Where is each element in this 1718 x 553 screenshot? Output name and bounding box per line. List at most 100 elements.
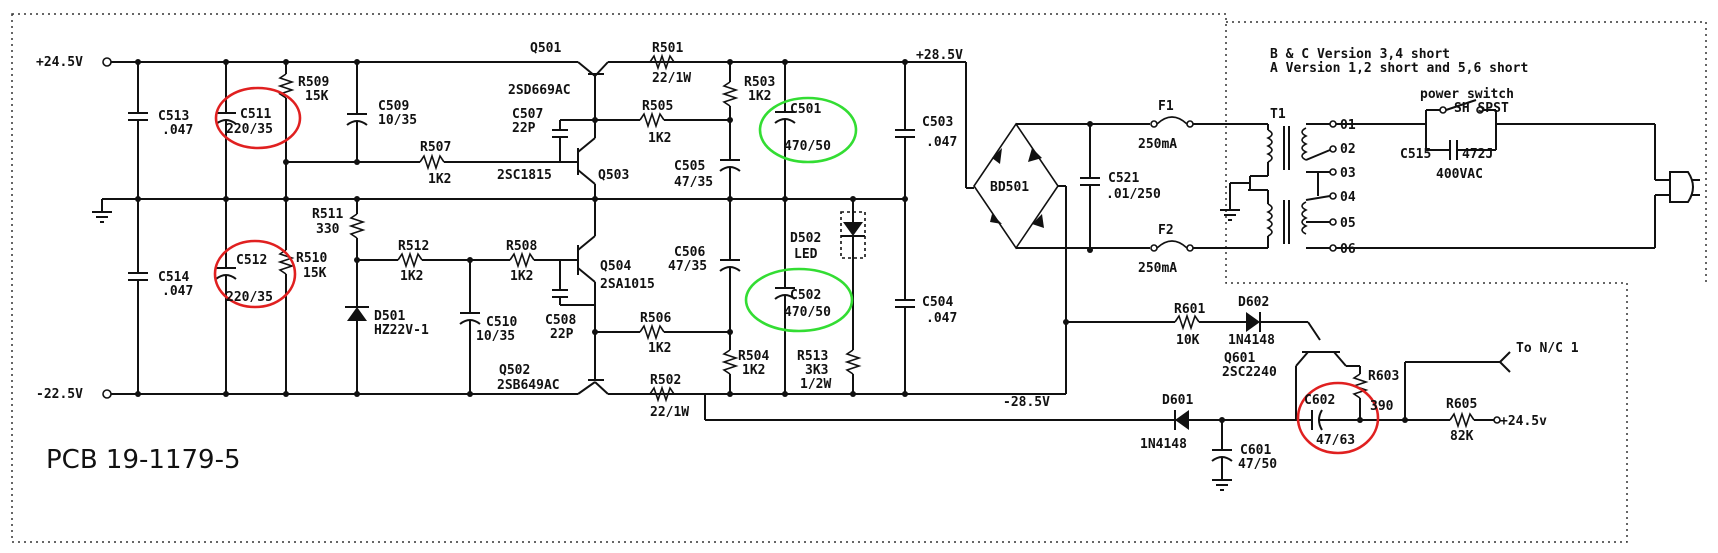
power-switch	[1336, 99, 1656, 180]
r601-val: 10K	[1176, 333, 1200, 348]
tap-06: 06	[1340, 242, 1356, 257]
t1-transformer	[1220, 124, 1308, 248]
c511-val: 220/35	[226, 122, 273, 137]
c505-ref: C505	[674, 159, 705, 174]
rail-labels: +24.5V -22.5V +28.5V -28.5V +24.5v To N/…	[36, 48, 1579, 429]
c521-ref: C521	[1108, 171, 1139, 186]
r512-resistor	[397, 251, 510, 269]
f2-val: 250mA	[1138, 261, 1177, 276]
d501-ref: D501	[374, 309, 405, 324]
pos-in-label: +24.5V	[36, 55, 83, 70]
c601-capacitor	[1211, 420, 1233, 491]
neg-in-label: -22.5V	[36, 387, 83, 402]
note-line-1: B & C Version 3,4 short	[1270, 47, 1450, 62]
c521-capacitor	[1080, 124, 1100, 248]
c601-val: 47/50	[1238, 457, 1277, 472]
c512-val: 220/35	[226, 290, 273, 305]
r504-val: 1K2	[742, 363, 765, 378]
c501-green-highlight	[758, 96, 858, 164]
r603-ref: R603	[1368, 369, 1399, 384]
q501-ref: Q501	[530, 41, 561, 56]
r605-resistor	[1360, 411, 1501, 429]
r509-val: 15K	[305, 89, 329, 104]
q503-val: 2SC1815	[497, 168, 552, 183]
f2-fuse	[1150, 240, 1268, 252]
note-line-2: A Version 1,2 short and 5,6 short	[1270, 61, 1528, 76]
to-nc-label: To N/C 1	[1516, 341, 1579, 356]
r512-ref: R512	[398, 239, 429, 254]
r504-ref: R504	[738, 349, 769, 364]
c506-ref: C506	[674, 245, 705, 260]
r508-val: 1K2	[510, 269, 533, 284]
q504-transistor	[560, 199, 596, 332]
c510-capacitor	[459, 260, 481, 394]
r510-ref: R510	[296, 251, 327, 266]
r508-resistor	[509, 251, 560, 269]
q601-val: 2SC2240	[1222, 365, 1277, 380]
r502-val: 22/1W	[650, 405, 689, 420]
bd501-bridge-rectifier	[965, 62, 1150, 394]
r503-ref: R503	[744, 75, 775, 90]
transformer-taps	[1305, 120, 1337, 252]
ground-rail	[92, 198, 905, 223]
tap-02: 02	[1340, 142, 1356, 157]
r501-resistor	[608, 53, 675, 71]
c513-ref: C513	[158, 109, 189, 124]
mains-plug	[1336, 171, 1700, 249]
r505-resistor	[595, 111, 730, 129]
c509-ref: C509	[378, 99, 409, 114]
d502-ref: D502	[790, 231, 821, 246]
c515-val2: 400VAC	[1436, 167, 1483, 182]
d601-val: 1N4148	[1140, 437, 1187, 452]
c601-ref: C601	[1240, 443, 1271, 458]
r508-ref: R508	[506, 239, 537, 254]
d601-diode	[1160, 410, 1296, 430]
f1-ref: F1	[1158, 99, 1174, 114]
c513-capacitor	[128, 62, 148, 199]
c508-val: 22P	[550, 327, 574, 342]
c503-ref: C503	[922, 115, 953, 130]
c514-capacitor	[128, 199, 148, 394]
r511-val: 330	[316, 222, 340, 237]
d501-val: HZ22V-1	[374, 323, 429, 338]
c602-val: 47/63	[1316, 433, 1355, 448]
r507-val: 1K2	[428, 172, 451, 187]
q502-ref: Q502	[499, 363, 530, 378]
r505-val: 1K2	[648, 131, 671, 146]
q501-transistor	[577, 61, 609, 120]
c511-ref: C511	[240, 107, 271, 122]
c503-val: .047	[926, 135, 957, 150]
q601-ref: Q601	[1224, 351, 1255, 366]
neg-out-label: -28.5V	[1003, 395, 1050, 410]
r506-ref: R506	[640, 311, 671, 326]
f1-val: 250mA	[1138, 137, 1177, 152]
r501-ref: R501	[652, 41, 683, 56]
d602-ref: D602	[1238, 295, 1269, 310]
c521-val: .01/250	[1106, 187, 1161, 202]
c504-capacitor	[895, 199, 915, 394]
tap-01: 01	[1340, 118, 1356, 133]
q601-transistor	[1295, 351, 1360, 420]
positive-input-rail	[102, 57, 966, 67]
c505-val: 47/35	[674, 175, 713, 190]
c602-capacitor	[1296, 409, 1360, 431]
q503-transistor	[560, 119, 596, 199]
c507-val: 22P	[512, 121, 536, 136]
c511-red-highlight	[214, 86, 302, 150]
c502-green-highlight	[744, 267, 854, 333]
q503-ref: Q503	[598, 168, 629, 183]
c507-capacitor	[552, 119, 578, 162]
c509-capacitor	[346, 62, 368, 162]
c504-ref: C504	[922, 295, 953, 310]
board-outline-frame	[11, 13, 1628, 543]
r510-val: 15K	[303, 266, 327, 281]
junction-dots	[135, 59, 1093, 397]
r509-resistor	[277, 62, 295, 199]
r603-val: 390	[1370, 399, 1394, 414]
r503-val: 1K2	[748, 89, 771, 104]
c507-ref: C507	[512, 107, 543, 122]
r511-resistor	[348, 199, 366, 260]
c502-capacitor	[774, 199, 796, 394]
c512-capacitor	[215, 199, 237, 394]
switch-val: SH SPST	[1454, 101, 1509, 116]
